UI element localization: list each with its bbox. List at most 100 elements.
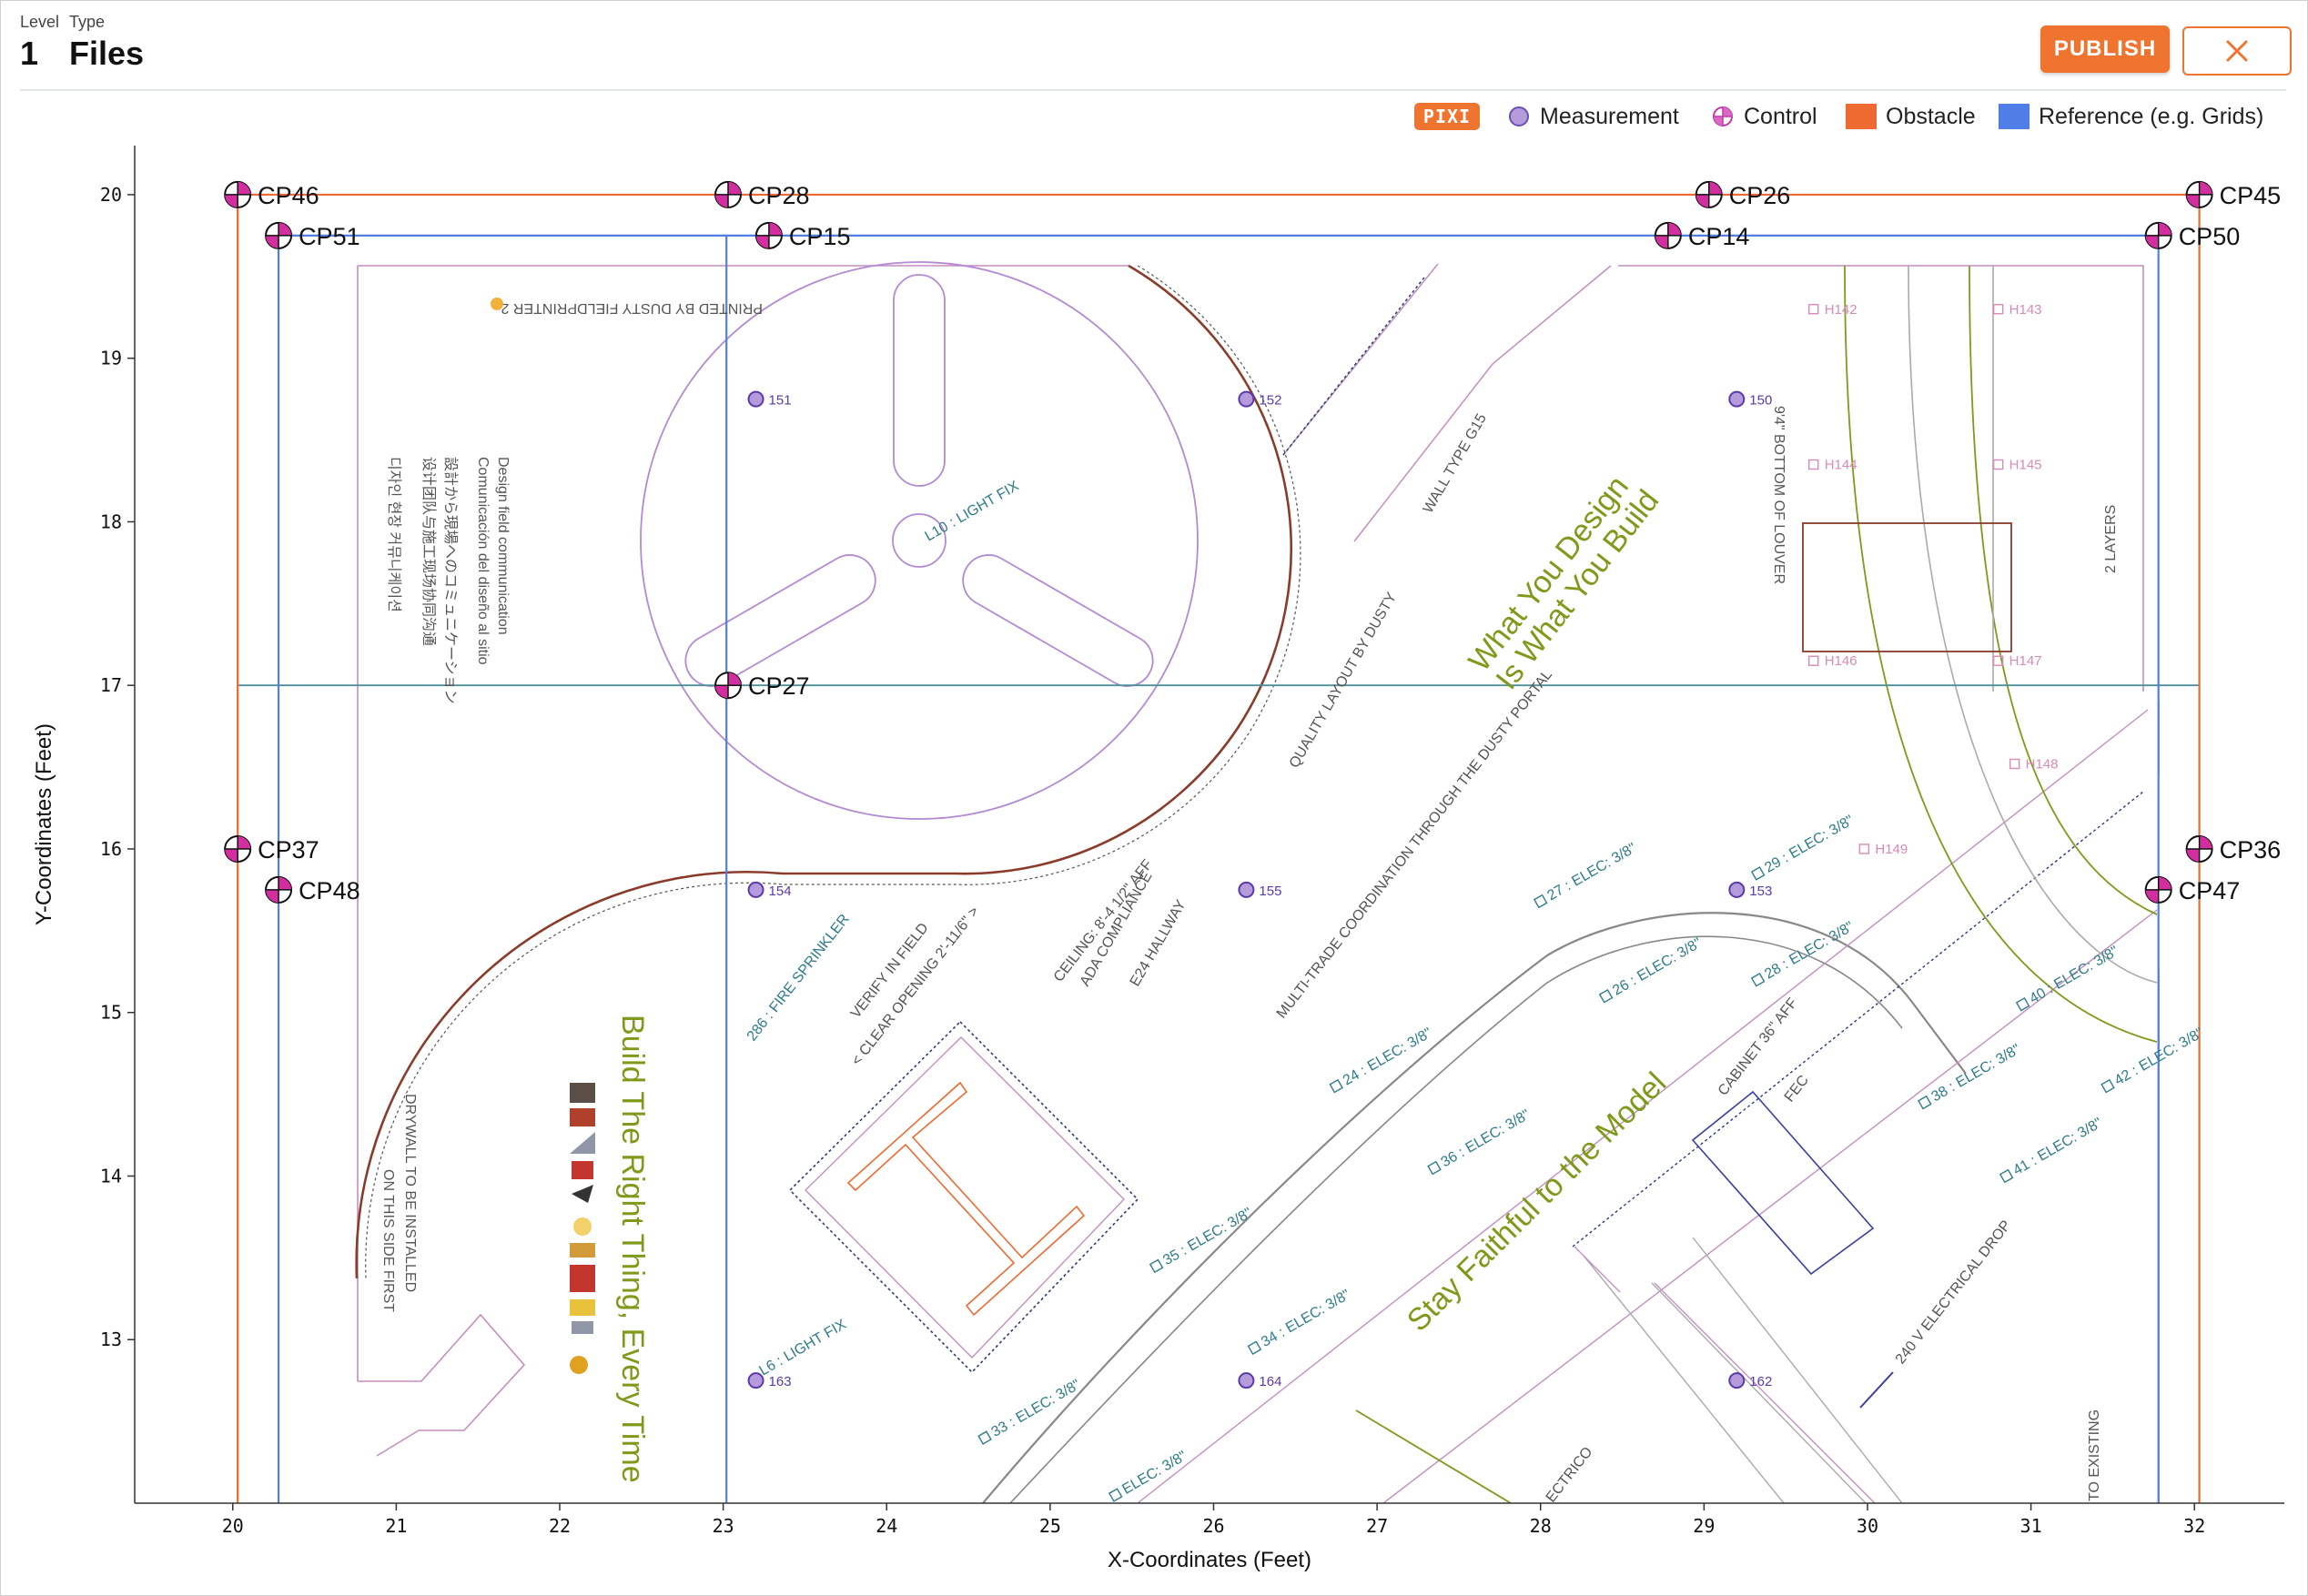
measurement-point[interactable]: 162 <box>1728 1372 1772 1389</box>
control-point[interactable]: CP36 <box>2185 834 2282 864</box>
measurement-marker-icon <box>1728 1372 1746 1389</box>
hanger-label: H148 <box>2026 756 2059 772</box>
legend-item-obstacle[interactable]: Obstacle <box>1846 100 1976 133</box>
hanger-marker <box>1807 655 1819 666</box>
control-point[interactable]: CP51 <box>265 221 360 250</box>
drawing-annotations: PRINTED BY DUSTY FIELDPRINTER 2 L10 : LI… <box>380 298 2119 1505</box>
x-tick-label: 31 <box>2020 1515 2042 1537</box>
hanger-label: H147 <box>2009 653 2042 669</box>
drywall-line-2: ON THIS SIDE FIRST <box>380 1169 396 1312</box>
control-point-label: CP27 <box>748 672 810 700</box>
control-marker-quadrant <box>728 181 742 195</box>
control-marker-quadrant <box>2145 889 2159 903</box>
control-point[interactable]: CP27 <box>714 672 810 700</box>
measurement-marker-icon <box>1509 106 1529 126</box>
control-point[interactable]: CP26 <box>1695 180 1791 209</box>
x-tick-label: 20 <box>222 1515 244 1537</box>
hanger-label: H144 <box>1825 458 1858 473</box>
measurement-point[interactable]: 163 <box>747 1372 792 1389</box>
control-point[interactable]: CP46 <box>224 180 319 209</box>
elec-marker <box>1750 972 1766 987</box>
measurement-point[interactable]: 153 <box>1728 881 1772 899</box>
elec-tag: 27 : ELEC: 3/8" <box>1533 841 1639 909</box>
control-point-label: CP51 <box>299 223 360 250</box>
control-point-label: CP14 <box>1688 223 1750 250</box>
control-marker-quadrant <box>715 685 729 699</box>
hanger-marker <box>1807 459 1819 470</box>
x-tick-label: 24 <box>876 1515 897 1537</box>
light-fix-10-label: L10 : LIGHT FIX <box>923 478 1022 544</box>
x-tick-label: 21 <box>385 1515 407 1537</box>
elec-label: 26 : ELEC: 3/8" <box>1610 935 1705 999</box>
measurement-marker-icon <box>1728 881 1746 898</box>
measurement-marker-icon <box>1238 881 1255 898</box>
smiley-icon <box>491 298 503 310</box>
x-tick-label: 23 <box>713 1515 734 1537</box>
build-right-slogan: Build The Right Thing, Every Time <box>615 1015 650 1483</box>
control-point-label: CP48 <box>299 877 360 904</box>
hanger-point: H147 <box>1992 653 2042 669</box>
louver-label: 9'4" BOTTOM OF LOUVER <box>1771 406 1787 584</box>
control-point[interactable]: CP45 <box>2185 180 2282 209</box>
control-marker-quadrant <box>1667 222 1681 236</box>
legend-label-reference: Reference (e.g. Grids) <box>2039 103 2264 129</box>
control-point[interactable]: CP47 <box>2144 875 2241 904</box>
control-point[interactable]: CP37 <box>224 834 319 864</box>
control-marker-cross <box>715 672 742 699</box>
design-comm-line-2: 設計から現場へのコミュニケーション <box>442 457 459 704</box>
legend-item-control[interactable]: Control <box>1711 100 1817 133</box>
control-marker-quadrant <box>2199 835 2212 849</box>
measurement-point[interactable]: 150 <box>1728 390 1772 409</box>
tools-icon-stack <box>570 1083 595 1374</box>
measurement-point[interactable]: 151 <box>747 390 792 409</box>
close-button[interactable] <box>2182 26 2292 76</box>
elec-marker <box>1329 1078 1343 1094</box>
legend-label-control: Control <box>1744 103 1817 129</box>
legend-item-reference[interactable]: Reference (e.g. Grids) <box>1999 100 2263 133</box>
measurement-label: 152 <box>1259 393 1281 409</box>
elec-tag: 41 : ELEC: 3/8" <box>1999 1116 2105 1184</box>
control-marker-quadrant <box>238 181 251 195</box>
design-comm-line-4: 디자인 현장 커뮤니케이션 <box>386 457 402 612</box>
control-point[interactable]: CP14 <box>1654 221 1750 250</box>
control-marker-cross <box>266 876 292 903</box>
y-tick-label: 15 <box>100 1002 122 1024</box>
control-point[interactable]: CP48 <box>265 875 360 904</box>
hanger-point: H146 <box>1807 653 1858 669</box>
elec-label: 41 : ELEC: 3/8" <box>2010 1116 2105 1179</box>
legend-label-obstacle: Obstacle <box>1886 103 1976 129</box>
elec-marker <box>2100 1078 2115 1094</box>
elec-label: 27 : ELEC: 3/8" <box>1544 841 1639 904</box>
elec-tag: 42 : ELEC: 3/8" <box>2100 1025 2206 1094</box>
elec-label: 34 : ELEC: 3/8" <box>1259 1287 1353 1350</box>
measurement-point[interactable]: 152 <box>1238 390 1281 409</box>
control-marker-quadrant <box>1696 194 1709 207</box>
control-marker-cross <box>755 222 782 248</box>
hanger-point: H143 <box>1992 302 2042 318</box>
measurement-point[interactable]: 154 <box>747 881 792 899</box>
control-marker-quadrant <box>2145 235 2159 248</box>
legend-item-measurement[interactable]: Measurement <box>1507 100 1679 133</box>
hanger-marker <box>1992 459 2004 470</box>
y-tick-label: 19 <box>100 348 122 369</box>
control-point-label: CP47 <box>2179 877 2241 904</box>
publish-button[interactable]: PUBLISH <box>2040 25 2170 73</box>
control-marker-cross <box>1655 222 1681 248</box>
control-point[interactable]: CP50 <box>2144 221 2241 250</box>
measurement-point[interactable]: 164 <box>1238 1372 1281 1389</box>
measurement-point[interactable]: 155 <box>1238 881 1281 899</box>
elec-marker <box>1149 1258 1164 1274</box>
close-icon <box>2226 40 2248 62</box>
x-tick-label: 27 <box>1366 1515 1388 1537</box>
light-fix-6-label: L6 : LIGHT FIX <box>757 1317 850 1379</box>
x-tick-label: 28 <box>1530 1515 1552 1537</box>
design-comm-line-3: 设计团队与施工现场协同沟通 <box>420 457 437 646</box>
elec-tag: 38 : ELEC: 3/8" <box>1918 1042 2023 1110</box>
measurement-label: 151 <box>769 393 792 409</box>
legend-label-measurement: Measurement <box>1540 103 1679 129</box>
x-tick-label: 32 <box>2183 1515 2205 1537</box>
control-point[interactable]: CP28 <box>714 180 810 209</box>
control-point[interactable]: CP15 <box>754 221 851 250</box>
hanger-label: H143 <box>2009 302 2042 318</box>
